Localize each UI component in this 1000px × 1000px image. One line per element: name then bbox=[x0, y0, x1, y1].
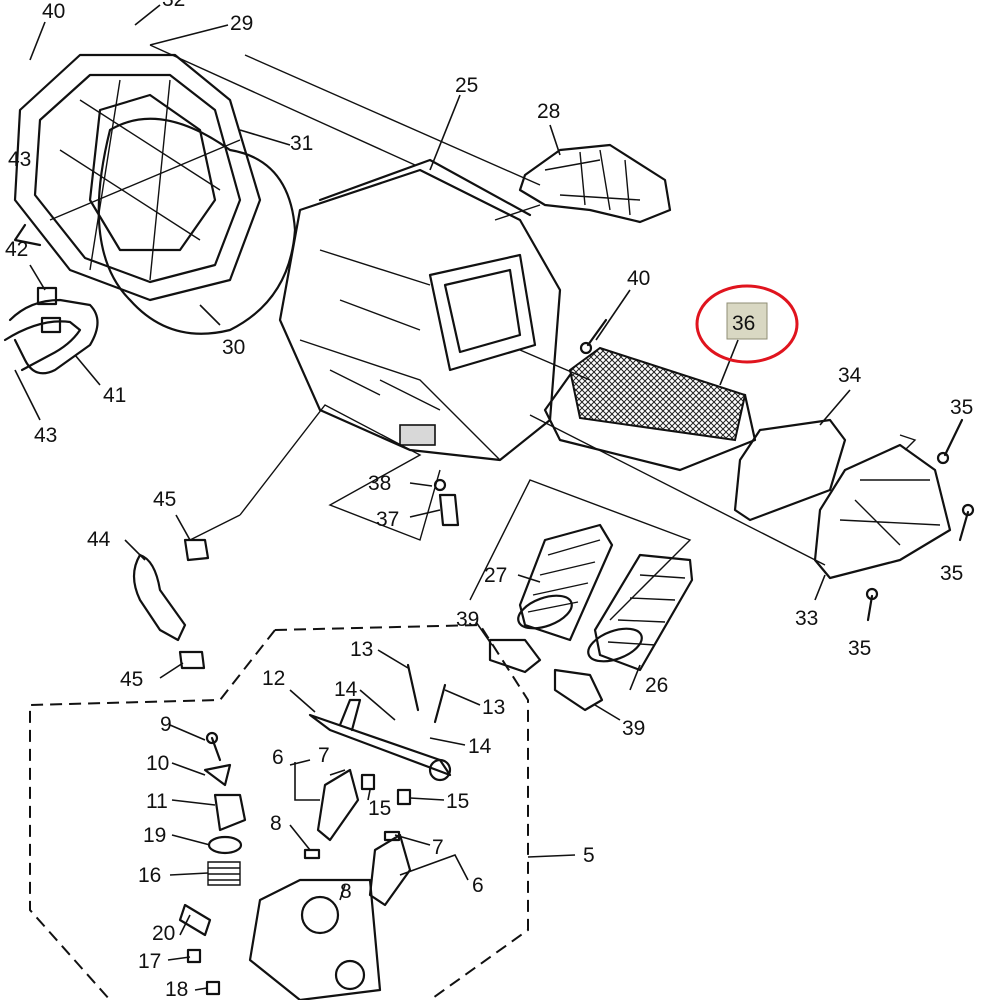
label-26: 26 bbox=[645, 674, 668, 697]
label-27: 27 bbox=[484, 564, 507, 587]
label-43-bottom: 43 bbox=[34, 424, 57, 447]
label-16: 16 bbox=[138, 864, 161, 887]
leader-lines bbox=[14, 4, 917, 991]
intake-boot-26 bbox=[587, 553, 694, 672]
label-34: 34 bbox=[838, 364, 862, 387]
label-19: 19 bbox=[143, 824, 166, 847]
label-37: 37 bbox=[376, 508, 399, 531]
label-13-right: 13 bbox=[482, 696, 505, 719]
label-35-bottom: 35 bbox=[848, 637, 871, 660]
label-33: 33 bbox=[795, 607, 818, 630]
intake-boot-28 bbox=[518, 143, 672, 224]
label-6-left: 6 bbox=[272, 746, 284, 769]
label-45-top: 45 bbox=[153, 488, 176, 511]
label-14-right: 14 bbox=[468, 735, 492, 758]
label-32: 32 bbox=[162, 0, 185, 11]
label-44: 44 bbox=[87, 528, 111, 551]
label-7-top: 7 bbox=[318, 744, 330, 767]
label-42: 42 bbox=[5, 238, 28, 261]
label-35-right: 35 bbox=[940, 562, 963, 585]
sensor-37 bbox=[433, 478, 460, 527]
label-45-bottom: 45 bbox=[120, 668, 143, 691]
label-8-bottom: 8 bbox=[340, 880, 352, 903]
label-40-mid: 40 bbox=[627, 267, 650, 290]
highlight-part-36 bbox=[695, 284, 799, 364]
label-6-right: 6 bbox=[472, 874, 484, 897]
hose-41 bbox=[3, 286, 99, 375]
part-labels: 40 32 29 31 25 28 43 42 30 41 43 40 36 3… bbox=[5, 0, 973, 1000]
label-18: 18 bbox=[165, 978, 188, 1000]
label-25: 25 bbox=[455, 74, 478, 97]
air-filter-36 bbox=[543, 346, 757, 472]
holders-39 bbox=[488, 638, 604, 712]
label-15-right: 15 bbox=[446, 790, 469, 813]
label-9: 9 bbox=[160, 713, 172, 736]
label-30: 30 bbox=[222, 336, 245, 359]
gasket-31 bbox=[97, 117, 297, 335]
label-40-top: 40 bbox=[42, 0, 65, 23]
label-5: 5 bbox=[583, 844, 595, 867]
label-39-left: 39 bbox=[456, 608, 479, 631]
label-39-right: 39 bbox=[622, 717, 645, 740]
label-35-top: 35 bbox=[950, 396, 973, 419]
label-28: 28 bbox=[537, 100, 560, 123]
label-36: 36 bbox=[732, 312, 755, 335]
label-20: 20 bbox=[152, 922, 175, 945]
intake-boot-27 bbox=[517, 523, 614, 642]
bolts-35 bbox=[579, 318, 975, 622]
label-10: 10 bbox=[146, 752, 169, 775]
gasket-34 bbox=[733, 418, 847, 522]
label-43-left: 43 bbox=[8, 148, 31, 171]
label-31: 31 bbox=[290, 132, 313, 155]
label-7-right: 7 bbox=[432, 836, 444, 859]
label-38: 38 bbox=[368, 472, 391, 495]
airbox-25 bbox=[278, 158, 562, 462]
label-13-top: 13 bbox=[350, 638, 373, 661]
label-17: 17 bbox=[138, 950, 161, 973]
hose-44 bbox=[132, 538, 210, 670]
throttle-body-assembly-5 bbox=[29, 623, 529, 1000]
label-41: 41 bbox=[103, 384, 126, 407]
cover-33 bbox=[813, 443, 952, 580]
label-14-top: 14 bbox=[334, 678, 358, 701]
label-15-mid: 15 bbox=[368, 797, 391, 820]
label-29: 29 bbox=[230, 12, 253, 35]
label-12: 12 bbox=[262, 667, 285, 690]
label-8-left: 8 bbox=[270, 812, 282, 835]
label-11: 11 bbox=[146, 790, 168, 813]
airbox-cover bbox=[13, 53, 262, 302]
